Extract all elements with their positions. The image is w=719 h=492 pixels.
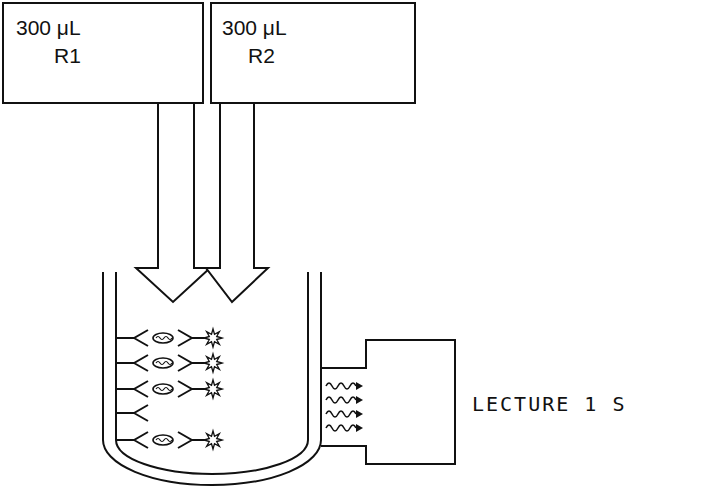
arrowhead xyxy=(356,382,363,390)
capture-antibody xyxy=(117,381,148,397)
volume-text: 300 μL xyxy=(16,16,81,39)
detector-label: LECTURE 1 S xyxy=(472,392,626,416)
reagent-name: R2 xyxy=(248,44,275,67)
luminescent-label xyxy=(204,329,222,347)
labelled-antibody xyxy=(178,330,205,346)
capture-antibody xyxy=(117,405,148,421)
luminescent-label xyxy=(204,380,222,398)
antigen xyxy=(153,358,173,368)
light-wave xyxy=(326,411,356,417)
dispense-arrow xyxy=(206,103,268,302)
labelled-antibody xyxy=(178,355,205,371)
tube-inner-wall xyxy=(116,272,308,474)
reagent-box: 300 μL R2 xyxy=(210,2,416,104)
detector-housing xyxy=(321,340,455,464)
volume-text: 300 μL xyxy=(222,16,287,39)
labelled-antibody xyxy=(178,432,205,448)
antigen xyxy=(153,333,173,343)
light-wave xyxy=(326,397,356,403)
antigen xyxy=(153,384,173,394)
luminescent-label xyxy=(204,354,222,372)
tube-outer-wall xyxy=(103,272,321,485)
capture-antibody xyxy=(117,432,148,448)
immunocomplexes xyxy=(117,329,222,449)
capture-antibody xyxy=(117,355,148,371)
dispense-arrow xyxy=(136,103,210,302)
reagent-name: R1 xyxy=(54,44,81,67)
light-emission xyxy=(326,382,363,432)
labelled-antibody xyxy=(178,381,205,397)
luminescent-label xyxy=(204,431,222,449)
light-wave xyxy=(326,425,356,431)
capture-antibody xyxy=(117,330,148,346)
reagent-box: 300 μL R1 xyxy=(2,2,204,104)
arrowhead xyxy=(356,396,363,404)
arrowhead xyxy=(356,424,363,432)
antigen xyxy=(153,435,173,445)
arrowhead xyxy=(356,410,363,418)
light-wave xyxy=(326,383,356,389)
